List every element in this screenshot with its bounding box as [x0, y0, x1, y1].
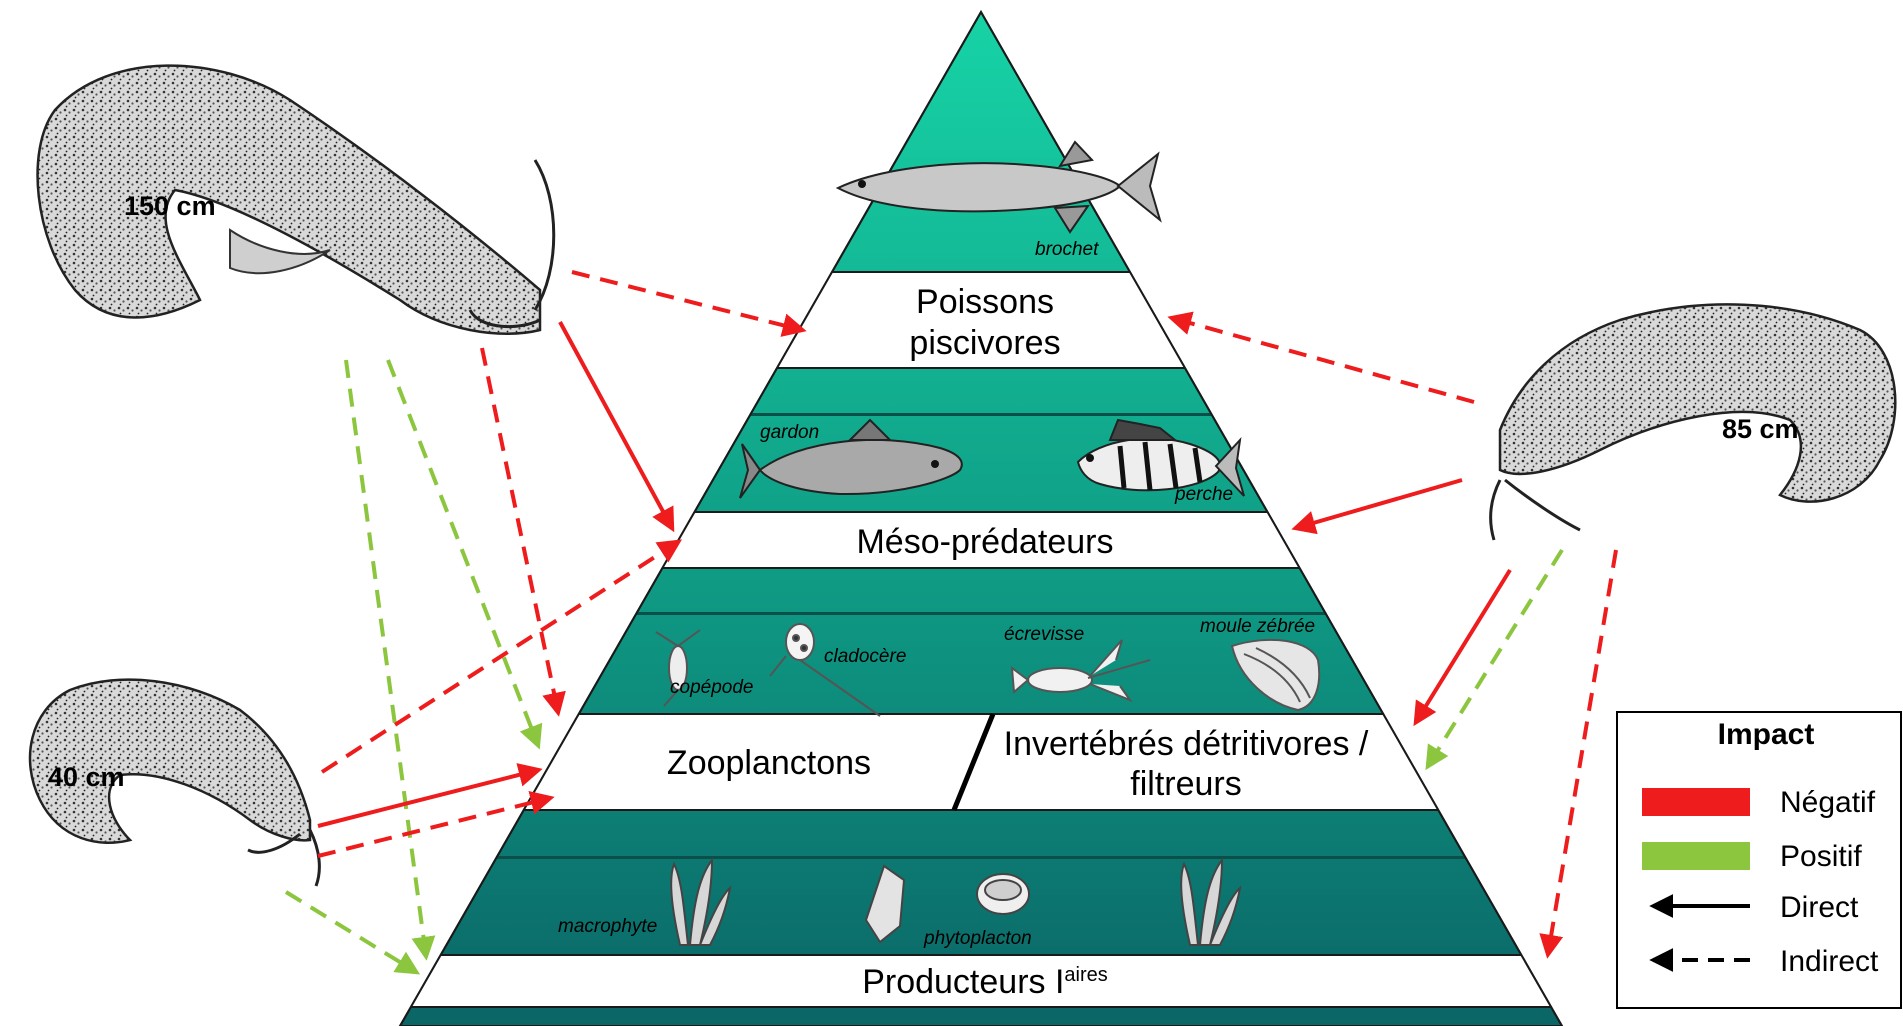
arrow-large-to-zoo-indirect-neg: [482, 348, 558, 712]
arrow-small-to-producers-indirect-pos: [286, 892, 416, 972]
species-phytoplacton: phytoplacton: [923, 928, 1032, 949]
legend: Impact Négatif Positif Direct Indirect: [1617, 712, 1901, 1008]
perch-eye: [1086, 454, 1094, 462]
species-moule: moule zébrée: [1200, 616, 1315, 637]
arrow-medium-to-inv-direct-neg: [1416, 570, 1510, 722]
catfish-medium-body: [1500, 304, 1895, 501]
species-perche: perche: [1174, 484, 1233, 505]
arrow-large-to-zoo-indirect-pos: [388, 360, 538, 745]
arrow-large-to-piscivores-indirect-neg: [572, 272, 802, 330]
size-label-150: 150 cm: [124, 191, 216, 221]
roach-eye: [931, 460, 939, 468]
arrow-medium-to-producers-indirect-neg: [1548, 550, 1616, 954]
legend-title: Impact: [1718, 718, 1815, 751]
arrow-medium-to-meso-direct-neg: [1296, 480, 1462, 528]
pike-tail: [1118, 154, 1160, 220]
species-cladocere: cladocère: [824, 646, 906, 667]
catfish-large-body: [38, 66, 540, 334]
catfish-medium: [1491, 304, 1896, 540]
size-label-85: 85 cm: [1722, 414, 1799, 444]
catfish-large: [38, 66, 554, 334]
species-macrophyte: macrophyte: [558, 916, 657, 937]
size-label-40: 40 cm: [48, 762, 125, 792]
label-piscivores-1: Poissons: [916, 283, 1054, 321]
label-zooplancton: Zooplanctons: [667, 744, 871, 782]
species-brochet: brochet: [1035, 239, 1099, 260]
arrow-large-to-meso-direct-neg: [560, 322, 672, 528]
legend-label-positive: Positif: [1780, 840, 1862, 873]
pike-eye: [858, 180, 866, 188]
pike-fin: [1060, 142, 1092, 166]
label-piscivores-2: piscivores: [909, 324, 1060, 362]
band-divider: [0, 612, 1903, 615]
species-ecrevisse: écrevisse: [1004, 624, 1084, 645]
legend-label-indirect: Indirect: [1780, 945, 1879, 978]
arrow-small-to-zoo-direct-neg: [318, 770, 538, 826]
legend-label-direct: Direct: [1780, 891, 1859, 924]
arrow-medium-to-inv-indirect-pos: [1428, 550, 1562, 766]
species-gardon: gardon: [760, 422, 819, 443]
legend-swatch-negative: [1642, 788, 1750, 816]
label-meso: Méso-prédateurs: [856, 523, 1113, 561]
arrow-medium-to-piscivores-indirect-neg: [1172, 318, 1474, 402]
legend-label-negative: Négatif: [1780, 786, 1876, 819]
arrow-large-to-producers-indirect-pos: [346, 360, 426, 956]
catfish-medium-barbel: [1491, 480, 1580, 540]
species-copepode: copépode: [670, 677, 753, 698]
legend-swatch-positive: [1642, 842, 1750, 870]
label-invertebres-1: Invertébrés détritivores /: [1004, 725, 1369, 763]
label-invertebres-2: filtreurs: [1130, 765, 1241, 803]
